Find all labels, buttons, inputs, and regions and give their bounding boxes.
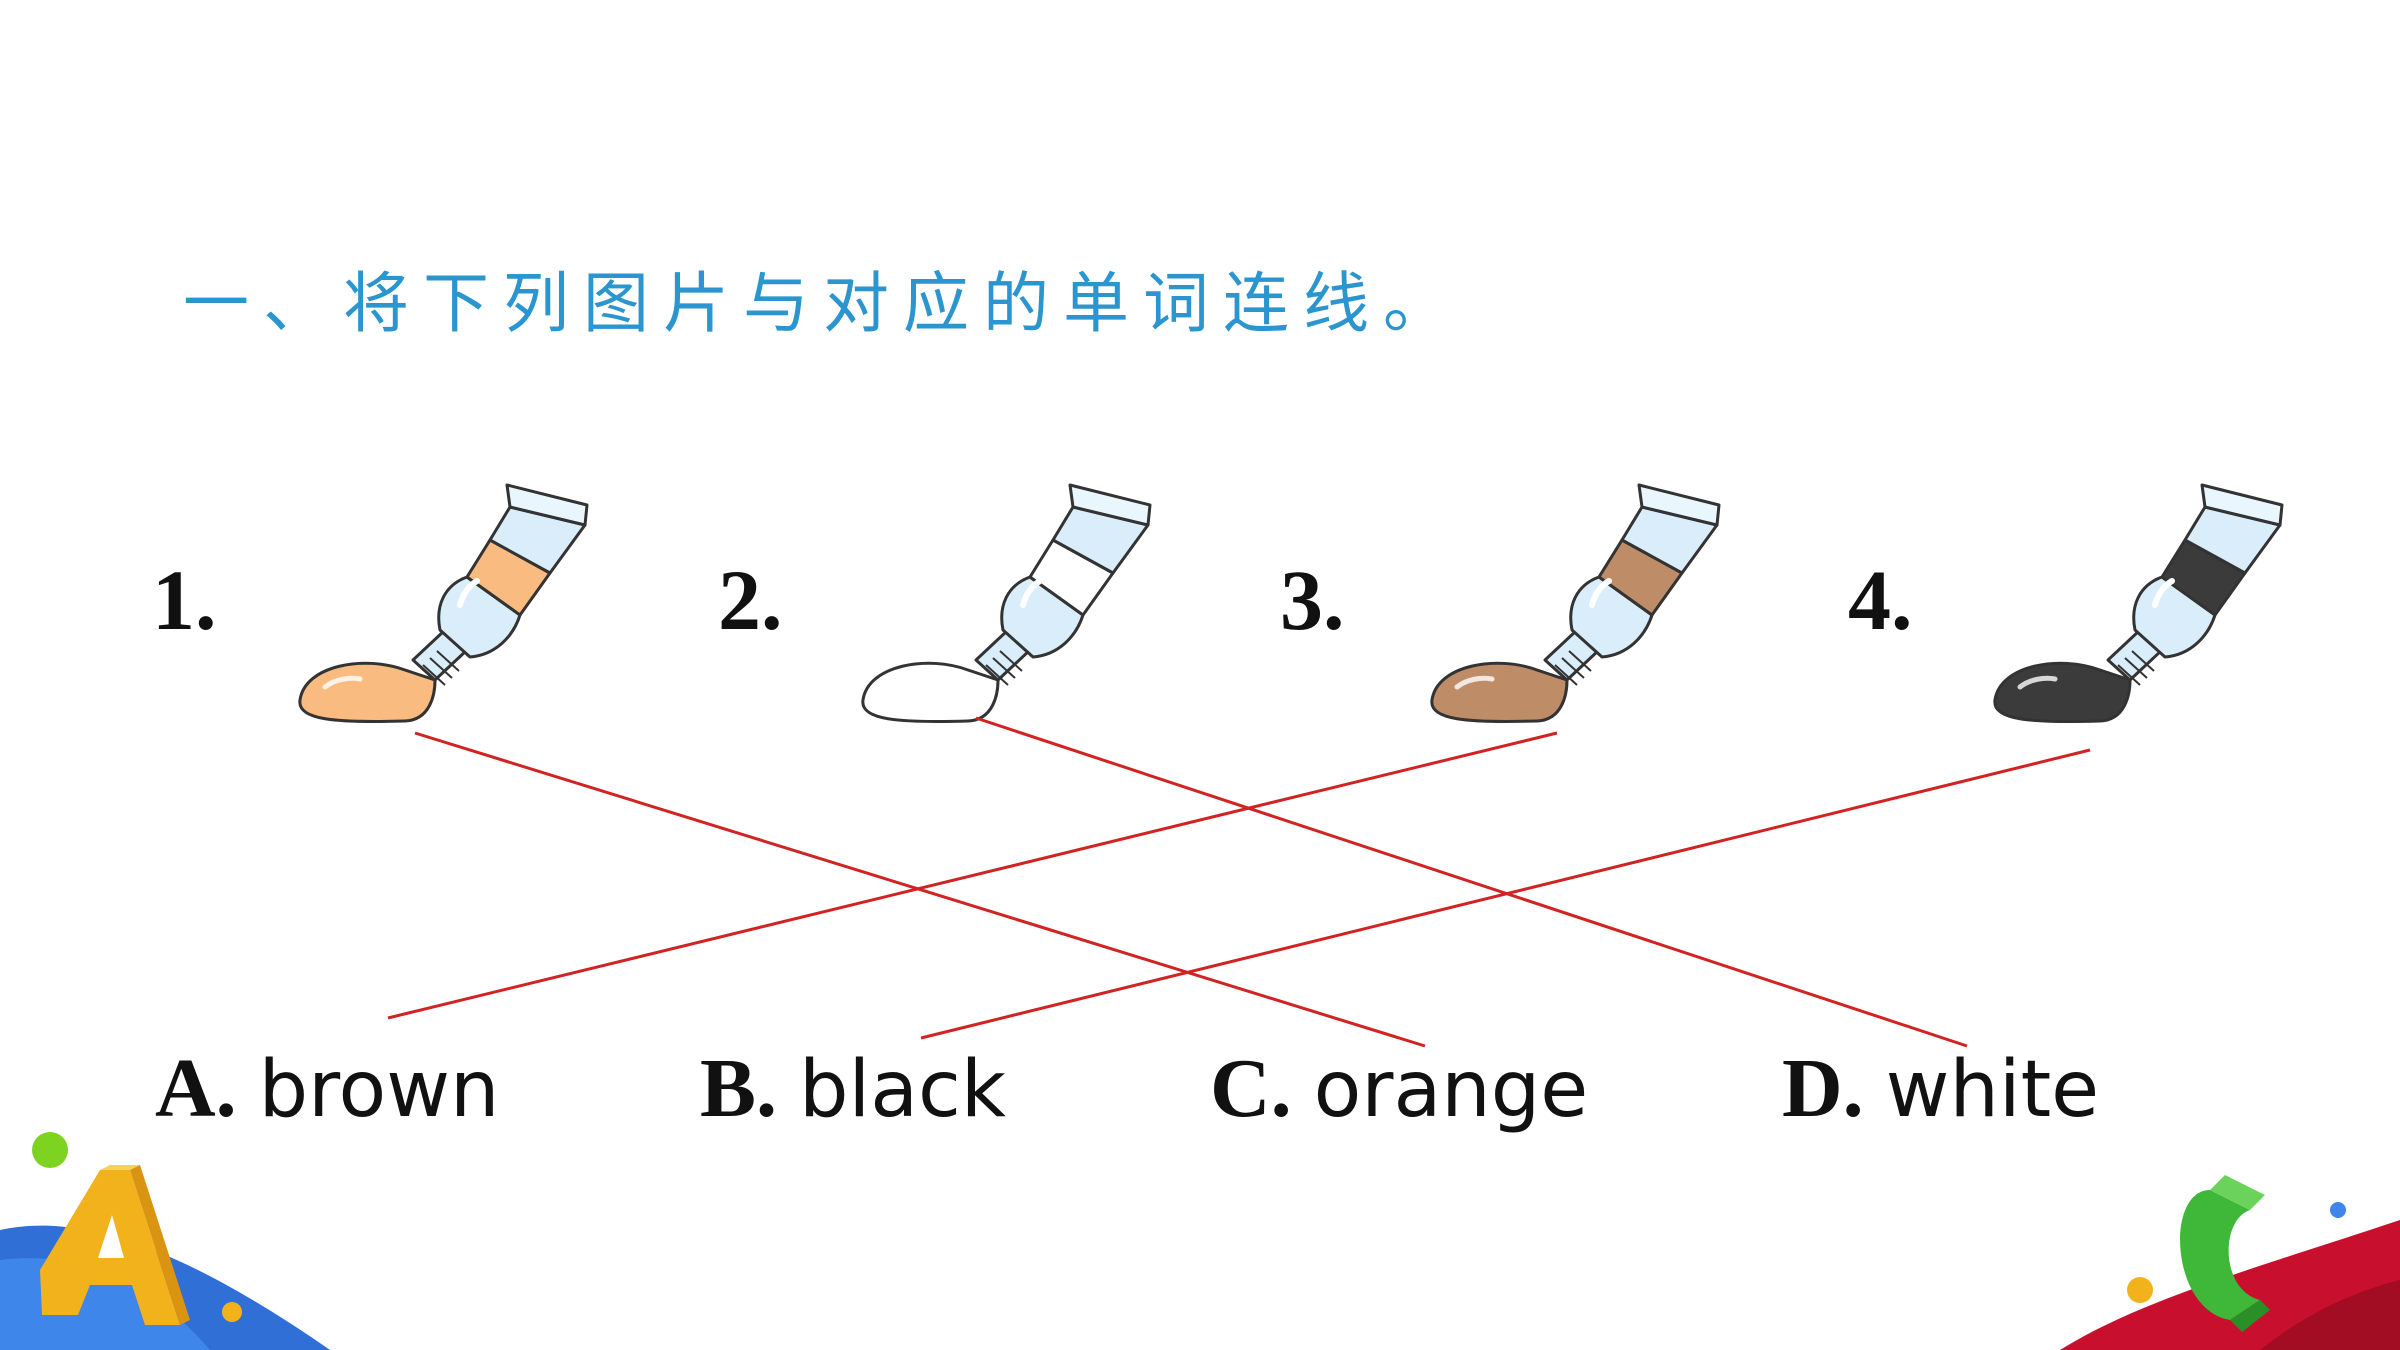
letter-c-decoration [2180, 1175, 2270, 1332]
paint-tube-icon [298, 483, 589, 724]
option-word: black [799, 1045, 1007, 1135]
option-word: brown [258, 1045, 500, 1135]
match-line-4-B [920, 748, 2091, 1040]
option-letter: A. [155, 1042, 237, 1135]
paint-tube-icon [861, 483, 1152, 724]
bottom-right-decoration [2060, 1175, 2400, 1350]
option-d: D.white [1782, 1040, 2099, 1137]
item-number-4: 4. [1848, 552, 1913, 648]
option-b: B.black [700, 1040, 1006, 1137]
bottom-left-decoration [0, 1132, 330, 1350]
item-number-2: 2. [718, 552, 783, 648]
match-line-2-D [975, 716, 1968, 1048]
match-line-3-A [387, 731, 1558, 1020]
item-number-1: 1. [152, 552, 217, 648]
paint-tube-icon [1993, 483, 2284, 724]
option-c: C.orange [1210, 1040, 1588, 1137]
option-letter: D. [1782, 1042, 1864, 1135]
instruction-title: 一、将下列图片与对应的单词连线。 [183, 265, 1463, 342]
option-a: A.brown [155, 1040, 500, 1137]
paint-tube-icon [1430, 483, 1721, 724]
option-letter: C. [1210, 1042, 1292, 1135]
option-letter: B. [700, 1042, 778, 1135]
option-word: white [1885, 1045, 2100, 1135]
option-word: orange [1313, 1045, 1589, 1135]
item-number-3: 3. [1280, 552, 1345, 648]
letter-a-decoration [40, 1165, 190, 1325]
